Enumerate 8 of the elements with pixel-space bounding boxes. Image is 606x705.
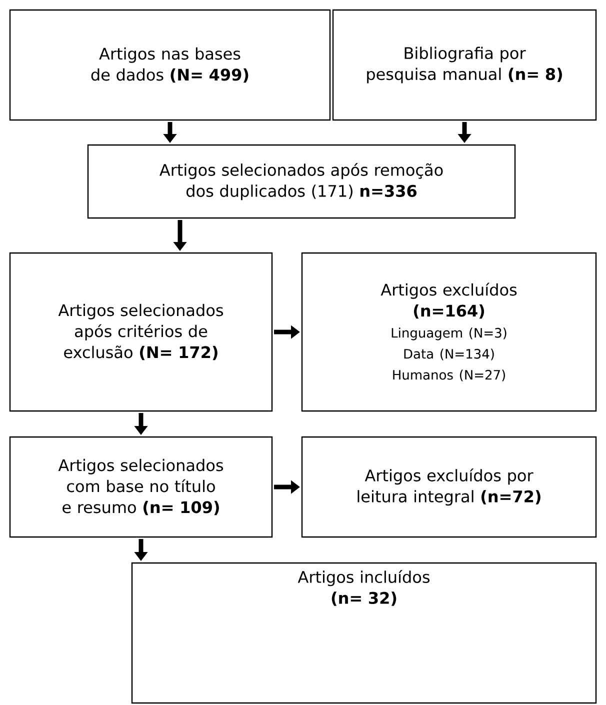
process-box: Artigos selecionados após remoção dos duplicados (171) n=336 [87, 144, 516, 219]
process-box: Bibliografia por pesquisa manual (n= 8) [332, 9, 597, 121]
process-box: Artigos incluídos (n= 32) [131, 562, 597, 704]
process-box: Artigos nas bases de dados (N= 499) [9, 9, 331, 121]
process-box: Artigos excluídos por leitura integral (n=72) [301, 436, 597, 538]
process-box: Artigos selecionados após critérios de exclusão (N= 172) [9, 252, 273, 412]
process-box: Artigos excluídos (n=164) Linguagem (N=3) Data (N=134) Humanos (N=27) [301, 252, 597, 412]
process-box: Artigos selecionados com base no título e resumo (n= 109) [9, 436, 273, 538]
